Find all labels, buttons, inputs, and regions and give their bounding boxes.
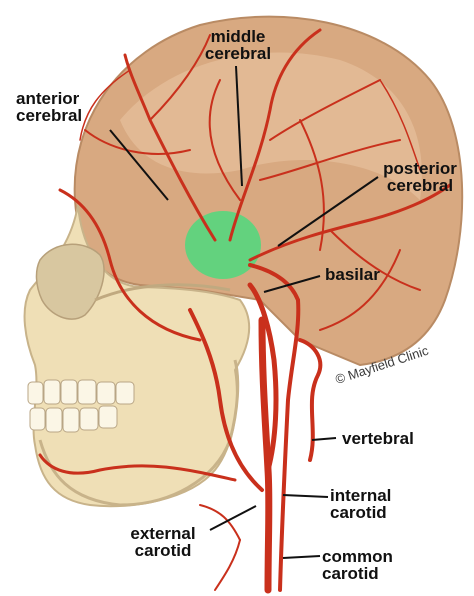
label-anterior-cerebral-line1: anterior: [16, 90, 82, 107]
label-common-carotid: common carotid: [322, 548, 393, 582]
label-posterior-cerebral: posterior cerebral: [375, 160, 465, 194]
leader-internal-carotid: [283, 495, 328, 497]
leader-vertebral: [312, 438, 336, 440]
label-posterior-cerebral-line2: cerebral: [375, 177, 465, 194]
label-common-carotid-line2: carotid: [322, 565, 393, 582]
label-external-carotid: external carotid: [116, 525, 210, 559]
vertebral-artery: [280, 300, 298, 590]
scalp-branch: [215, 540, 240, 590]
label-posterior-cerebral-line1: posterior: [375, 160, 465, 177]
label-external-carotid-line2: carotid: [116, 542, 210, 559]
label-internal-carotid-line1: internal: [330, 487, 391, 504]
label-external-carotid-line1: external: [116, 525, 210, 542]
label-anterior-cerebral-line2: cerebral: [16, 107, 82, 124]
vertebral-branch: [300, 340, 320, 460]
leader-common-carotid: [283, 556, 320, 558]
common-carotid-artery: [262, 320, 269, 590]
label-internal-carotid: internal carotid: [330, 487, 391, 521]
label-middle-cerebral-line2: cerebral: [198, 45, 278, 62]
label-middle-cerebral-line1: middle: [198, 28, 278, 45]
label-basilar: basilar: [325, 266, 380, 283]
circle-of-willis: [185, 211, 261, 279]
label-internal-carotid-line2: carotid: [330, 504, 391, 521]
label-anterior-cerebral: anterior cerebral: [16, 90, 82, 124]
label-common-carotid-line1: common: [322, 548, 393, 565]
label-middle-cerebral: middle cerebral: [198, 28, 278, 62]
label-vertebral: vertebral: [342, 430, 414, 447]
